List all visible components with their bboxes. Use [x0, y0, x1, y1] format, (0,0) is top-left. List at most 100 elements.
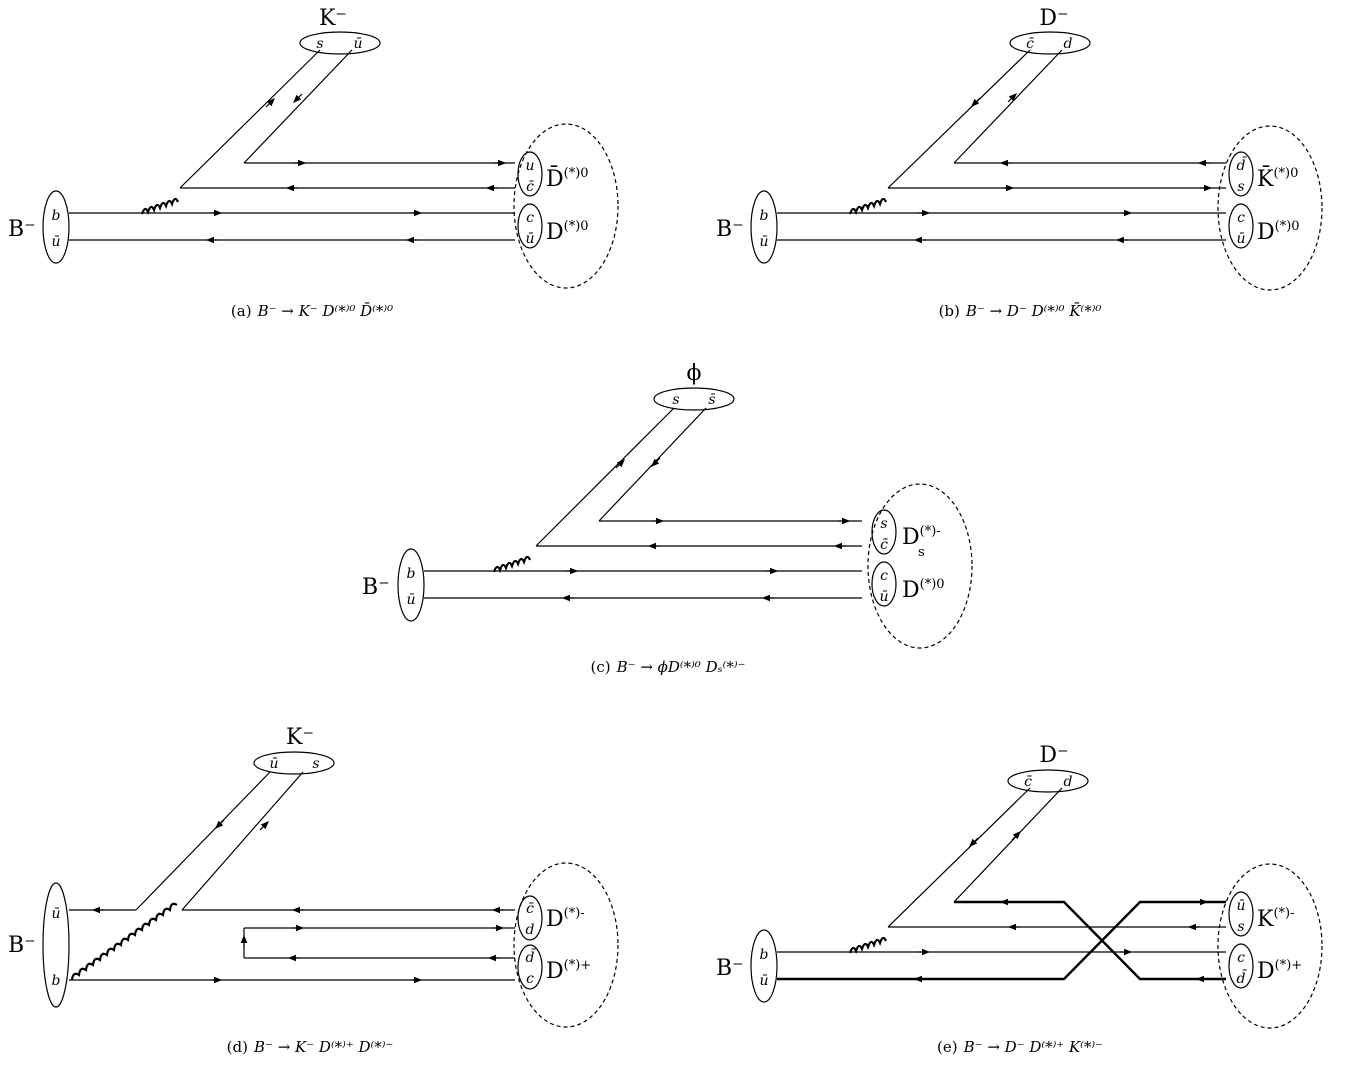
quark-label: ū: [353, 36, 362, 52]
quark-label: c̄: [526, 901, 534, 917]
upper-meson-ellipse-b: [1228, 151, 1254, 197]
upper-meson-ellipse-c: [871, 509, 897, 555]
quark-label: d̄: [1237, 969, 1248, 987]
lower-meson-name: D(*)0: [546, 219, 589, 245]
quark-label: ū: [759, 973, 768, 989]
lower-meson-ellipse-d: [517, 944, 543, 990]
quark-label: d̄: [526, 948, 537, 966]
w-boson-c: [492, 555, 532, 574]
quark-label: c: [526, 971, 534, 987]
labels-c: ϕ s s̄ B⁻ b ū s c̄ c ū D(*)- s D(*)0 (…: [362, 361, 945, 676]
diagram-a: [42, 31, 619, 289]
b-meson-ellipse-b: [750, 190, 778, 264]
quark-label: s: [672, 392, 679, 408]
quark-label: ū: [759, 234, 768, 250]
quark-label: c: [880, 568, 888, 584]
quark-label: d: [1064, 774, 1073, 790]
w-boson-a: [140, 197, 180, 216]
quark-label: s: [880, 516, 887, 532]
caption: (c)B⁻ → ϕD⁽*⁾⁰ Dₛ⁽*⁾⁻: [591, 658, 746, 676]
top-meson-ellipse-a: [299, 31, 381, 55]
quark-label: s: [312, 756, 319, 772]
quark-label: s: [316, 36, 323, 52]
quark-label: c̄: [526, 179, 534, 195]
quark-label: c̄: [1024, 774, 1032, 790]
caption: (b)B⁻ → D⁻ D⁽*⁾⁰ K̄⁽*⁾⁰: [939, 302, 1102, 320]
lower-meson-ellipse-e: [1228, 943, 1254, 989]
w-boson-d: [70, 902, 178, 981]
dashed-system-a: [513, 123, 619, 289]
b-meson-label: B⁻: [716, 956, 744, 981]
top-meson-label: ϕ: [687, 361, 702, 386]
diagram-e: [750, 769, 1323, 1029]
top-meson-label: D⁻: [1039, 743, 1068, 768]
lower-meson-ellipse-c: [871, 561, 897, 607]
dashed-system-c: [867, 483, 973, 649]
top-meson-ellipse-c: [653, 387, 735, 411]
quark-label: ū: [51, 234, 60, 250]
quark-label: d: [526, 922, 535, 938]
lower-meson-name: D(*)0: [1257, 219, 1300, 245]
quark-label: s: [1237, 179, 1244, 195]
caption: (a)B⁻ → K⁻ D⁽*⁾⁰ D̄⁽*⁾⁰: [231, 302, 393, 320]
caption: (d)B⁻ → K⁻ D⁽*⁾⁺ D⁽*⁾⁻: [227, 1038, 394, 1056]
b-meson-label: B⁻: [362, 575, 390, 600]
labels-e: D⁻ c̄ d B⁻ b ū ū s c d̄ K(*)- D(*)+ (e…: [716, 743, 1302, 1056]
lower-meson-ellipse-a: [517, 203, 543, 249]
quark-label: c: [1237, 210, 1245, 226]
dashed-system-e: [1217, 863, 1323, 1029]
w-boson-e: [848, 936, 888, 955]
quark-label: c̄: [1026, 36, 1034, 52]
upper-meson-subscript: s: [918, 545, 925, 560]
quark-label: s̄: [708, 392, 716, 408]
lower-meson-name: D(*)0: [902, 577, 945, 603]
upper-meson-name: D̄(*)0: [546, 165, 589, 192]
lower-meson-name: D(*)+: [546, 958, 591, 984]
top-meson-label: K⁻: [286, 725, 314, 750]
lower-meson-name: D(*)+: [1257, 958, 1302, 984]
b-meson-ellipse-c: [397, 548, 425, 622]
upper-meson-name: K(*)-: [1257, 906, 1294, 932]
top-meson-label: K⁻: [319, 6, 347, 31]
quark-label: ū: [406, 592, 415, 608]
quark-label: b: [760, 947, 769, 963]
labels-d: K⁻ ū s B⁻ ū b c̄ d d̄ c D(*)- D(*)+ (d…: [8, 725, 591, 1056]
quark-label: ū: [51, 906, 60, 922]
top-meson-ellipse-b: [1009, 31, 1091, 55]
top-meson-ellipse-d: [253, 751, 335, 775]
quark-label: b: [52, 208, 61, 224]
top-meson-label: D⁻: [1039, 6, 1068, 31]
caption: (e)B⁻ → D⁻ D⁽*⁾⁺ K⁽*⁾⁻: [937, 1038, 1103, 1056]
labels-a: K⁻ s ū B⁻ b ū u c̄ c ū D̄(*)0 D(*)0 (…: [8, 6, 589, 320]
upper-meson-name: D(*)-: [546, 906, 585, 932]
top-meson-ellipse-e: [1007, 769, 1089, 793]
quark-label: ū: [1236, 231, 1245, 247]
quark-label: ū: [1236, 898, 1245, 914]
labels-b: D⁻ c̄ d B⁻ b ū d̄ s c ū K̄(*)0 D(*)0 (…: [716, 6, 1300, 320]
dashed-system-d: [513, 862, 619, 1028]
quark-label: ū: [525, 231, 534, 247]
diagram-b: [750, 31, 1323, 291]
lower-meson-ellipse-b: [1228, 203, 1254, 249]
b-meson-label: B⁻: [8, 933, 36, 958]
b-meson-label: B⁻: [716, 217, 744, 242]
quark-label: b: [760, 208, 769, 224]
w-boson-b: [848, 197, 888, 216]
quark-label: s: [1237, 919, 1244, 935]
quark-label: d̄: [1237, 156, 1248, 174]
quark-label: d: [1064, 36, 1073, 52]
quark-label: ū: [269, 756, 278, 772]
quark-label: c: [1237, 950, 1245, 966]
quark-label: b: [52, 973, 61, 989]
b-meson-ellipse-d: [42, 882, 70, 1008]
diagram-d: [42, 751, 619, 1028]
b-meson-label: B⁻: [8, 217, 36, 242]
upper-meson-name: K̄(*)0: [1257, 165, 1298, 192]
dashed-system-b: [1217, 125, 1323, 291]
upper-meson-ellipse-e: [1228, 891, 1254, 937]
quark-label: u: [525, 158, 534, 174]
quark-label: c̄: [880, 537, 888, 553]
upper-meson-ellipse-d: [517, 895, 543, 941]
b-meson-ellipse-e: [750, 929, 778, 1003]
